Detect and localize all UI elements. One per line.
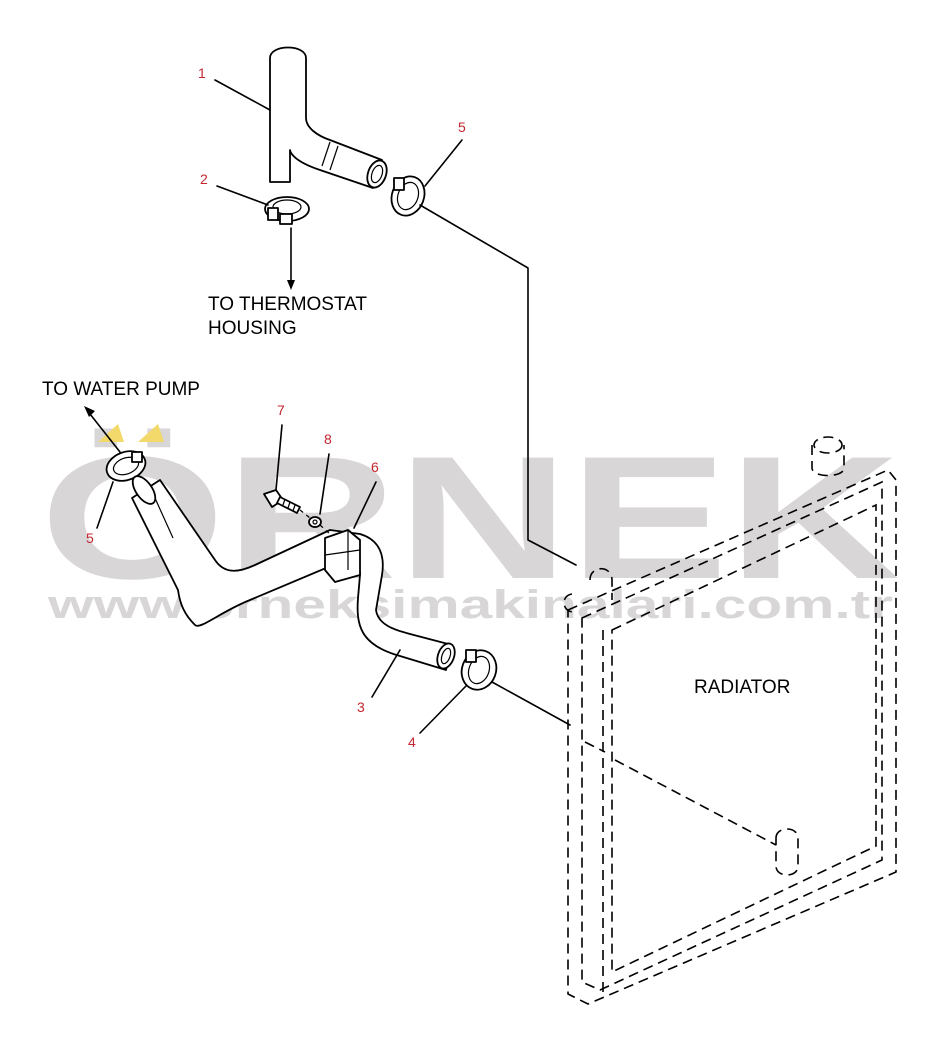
arrow-up-left-icon bbox=[84, 406, 95, 417]
upper-hose bbox=[269, 46, 388, 189]
callout-2: 2 bbox=[200, 171, 208, 187]
clamp-2 bbox=[264, 196, 310, 225]
bolt-7 bbox=[263, 489, 301, 514]
clamp-4 bbox=[460, 649, 498, 691]
watermark-accent-left bbox=[98, 424, 124, 442]
label-thermostat-line1: TO THERMOSTAT bbox=[208, 294, 367, 315]
callout-4: 4 bbox=[408, 734, 416, 750]
callout-5-left: 5 bbox=[86, 530, 94, 546]
callout-5-top: 5 bbox=[458, 119, 466, 135]
radiator bbox=[563, 436, 897, 1005]
label-radiator: RADIATOR bbox=[694, 677, 790, 698]
callout-8: 8 bbox=[324, 431, 332, 447]
callout-leaders bbox=[96, 79, 467, 734]
watermark-url: www.orneksimakinalari.com.tr bbox=[47, 583, 893, 627]
labels: TO THERMOSTAT HOUSING TO WATER PUMP RADI… bbox=[42, 294, 790, 698]
arrow-down-icon bbox=[287, 280, 295, 290]
lower-hose bbox=[131, 475, 456, 671]
watermark-accent-right bbox=[138, 424, 164, 442]
callout-7: 7 bbox=[277, 402, 285, 418]
bracket-6 bbox=[324, 529, 361, 583]
washer-8 bbox=[308, 516, 322, 528]
clamp-5-left bbox=[105, 450, 147, 482]
callout-6: 6 bbox=[371, 459, 379, 475]
callout-3: 3 bbox=[357, 699, 365, 715]
connector-lines bbox=[84, 204, 577, 726]
label-water-pump: TO WATER PUMP bbox=[42, 379, 200, 400]
callout-1: 1 bbox=[198, 65, 206, 81]
callout-numbers: 1 2 3 4 5 5 6 7 8 bbox=[86, 65, 466, 750]
label-thermostat-line2: HOUSING bbox=[208, 318, 297, 339]
clamp-5-top bbox=[390, 175, 426, 217]
